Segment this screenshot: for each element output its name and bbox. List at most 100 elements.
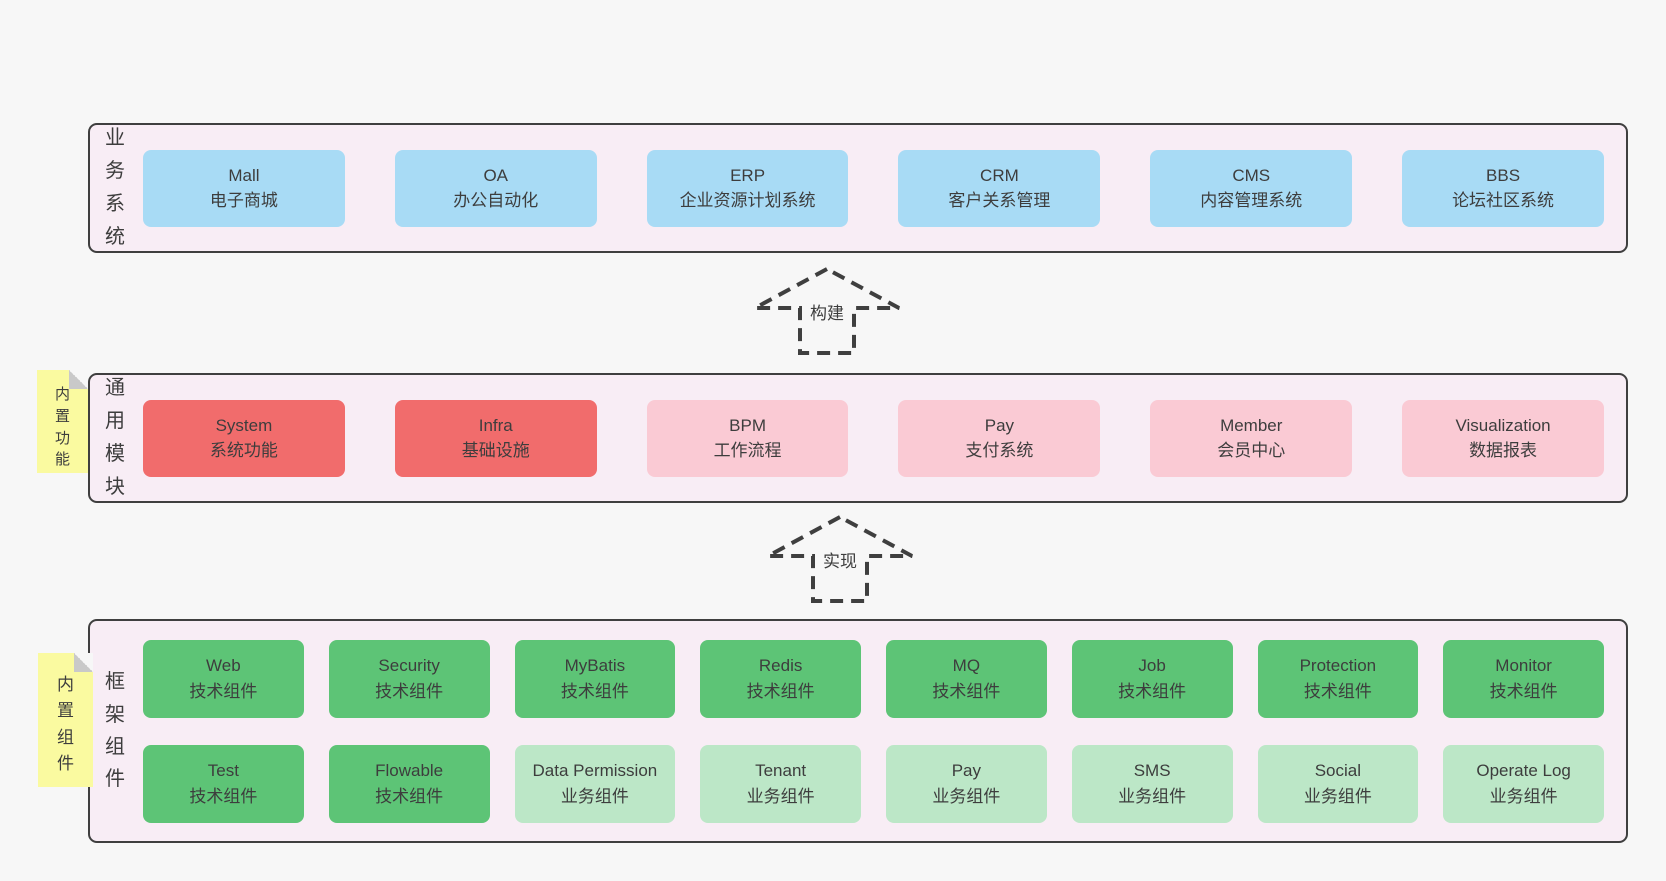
box-title: Redis xyxy=(758,656,803,675)
box-operate-log: Operate Log 业务组件 xyxy=(1443,744,1604,823)
layer-business-systems: 业务系统 Mall 电子商城 OA 办公自动化 ERP 企业资源计划系统 CRM… xyxy=(88,123,1628,253)
box-member: Member 会员中心 xyxy=(1150,399,1353,477)
box-title: Infra xyxy=(478,415,513,435)
box-subtitle: 技术组件 xyxy=(1303,681,1372,701)
box-subtitle: 系统功能 xyxy=(209,441,278,460)
common-modules-grid: System 系统功能 Infra 基础设施 BPM 工作流程 Pay 支付系统… xyxy=(143,399,1604,477)
box-subtitle: 技术组件 xyxy=(1118,681,1187,701)
sticky-note-builtin-components: 内置组件 xyxy=(38,653,93,787)
box-subtitle: 技术组件 xyxy=(560,681,629,701)
layer-label-business-systems: 业务系统 xyxy=(105,127,125,248)
box-pay-business: Pay 业务组件 xyxy=(886,744,1047,823)
box-subtitle: 电子商城 xyxy=(209,191,278,210)
box-bbs: BBS 论坛社区系统 xyxy=(1402,149,1604,227)
box-redis: Redis 技术组件 xyxy=(700,639,861,718)
box-subtitle: 技术组件 xyxy=(189,786,258,806)
box-crm: CRM 客户关系管理 xyxy=(898,149,1101,227)
box-title: CMS xyxy=(1232,165,1271,185)
box-subtitle: 业务组件 xyxy=(932,786,1001,806)
box-title: MQ xyxy=(952,656,981,675)
box-protection: Protection 技术组件 xyxy=(1257,639,1419,718)
box-title: SMS xyxy=(1133,761,1171,780)
up-arrow-icon xyxy=(754,266,900,355)
box-mybatis: MyBatis 技术组件 xyxy=(514,639,676,718)
box-subtitle: 业务组件 xyxy=(746,786,815,806)
layer-label-common-modules: 通用模块 xyxy=(105,377,125,498)
box-sms: SMS 业务组件 xyxy=(1071,744,1233,823)
box-title: OA xyxy=(483,165,509,185)
box-subtitle: 支付系统 xyxy=(965,441,1034,460)
business-systems-grid: Mall 电子商城 OA 办公自动化 ERP 企业资源计划系统 CRM 客户关系… xyxy=(143,149,1604,227)
box-mall: Mall 电子商城 xyxy=(143,149,345,227)
box-title: Social xyxy=(1314,761,1362,780)
box-subtitle: 技术组件 xyxy=(375,786,444,806)
box-subtitle: 技术组件 xyxy=(1489,681,1558,701)
box-title: Pay xyxy=(951,761,982,780)
box-pay-module: Pay 支付系统 xyxy=(898,399,1101,477)
box-mq: MQ 技术组件 xyxy=(886,639,1047,718)
box-title: Protection xyxy=(1299,656,1377,675)
box-oa: OA 办公自动化 xyxy=(394,149,597,227)
box-title: Web xyxy=(206,656,241,675)
box-title: Mall xyxy=(228,165,260,185)
box-subtitle: 业务组件 xyxy=(1118,786,1187,806)
box-data-permission: Data Permission 业务组件 xyxy=(514,744,676,823)
sticky-note-text: 内置功能 xyxy=(54,386,70,469)
sticky-note-text: 内置组件 xyxy=(57,675,74,774)
sticky-note-builtin-features: 内置功能 xyxy=(37,370,88,473)
box-title: Test xyxy=(207,761,239,780)
box-title: BPM xyxy=(729,415,766,435)
box-subtitle: 企业资源计划系统 xyxy=(679,191,816,210)
box-visualization: Visualization 数据报表 xyxy=(1402,399,1604,477)
layer-label-framework-components: 框架组件 xyxy=(105,671,125,791)
box-web: Web 技术组件 xyxy=(143,639,304,718)
framework-components-grid: Web 技术组件 Security 技术组件 MyBatis 技术组件 Redi… xyxy=(143,639,1604,823)
box-title: CRM xyxy=(980,165,1019,185)
box-subtitle: 内容管理系统 xyxy=(1200,191,1303,210)
box-title: BBS xyxy=(1486,165,1521,185)
box-title: Pay xyxy=(984,415,1015,435)
box-tenant: Tenant 业务组件 xyxy=(700,744,861,823)
box-subtitle: 业务组件 xyxy=(1489,786,1558,806)
box-title: Member xyxy=(1220,415,1283,435)
box-subtitle: 业务组件 xyxy=(1303,786,1372,806)
box-title: Operate Log xyxy=(1476,761,1571,780)
box-subtitle: 技术组件 xyxy=(932,681,1001,701)
box-social: Social 业务组件 xyxy=(1257,744,1419,823)
box-title: Data Permission xyxy=(532,761,658,780)
box-subtitle: 技术组件 xyxy=(375,681,444,701)
arrow-implement-label: 实现 xyxy=(820,547,860,572)
box-infra: Infra 基础设施 xyxy=(394,399,597,477)
box-title: Flowable xyxy=(375,761,444,780)
box-subtitle: 数据报表 xyxy=(1469,441,1538,460)
box-flowable: Flowable 技术组件 xyxy=(328,744,490,823)
box-subtitle: 办公自动化 xyxy=(453,191,539,210)
box-subtitle: 论坛社区系统 xyxy=(1452,191,1555,210)
box-bpm: BPM 工作流程 xyxy=(646,399,849,477)
box-monitor: Monitor 技术组件 xyxy=(1443,639,1604,718)
box-subtitle: 工作流程 xyxy=(713,441,782,460)
box-title: Visualization xyxy=(1455,415,1551,435)
box-subtitle: 基础设施 xyxy=(461,441,530,460)
box-system: System 系统功能 xyxy=(143,399,345,477)
box-security: Security 技术组件 xyxy=(328,639,490,718)
box-subtitle: 技术组件 xyxy=(746,681,815,701)
box-title: Job xyxy=(1138,656,1166,675)
box-subtitle: 技术组件 xyxy=(189,681,258,701)
box-title: Security xyxy=(378,656,440,675)
layer-common-modules: 通用模块 System 系统功能 Infra 基础设施 BPM 工作流程 Pay… xyxy=(88,373,1628,503)
box-subtitle: 业务组件 xyxy=(560,786,629,806)
up-arrow-icon xyxy=(767,514,913,603)
box-title: MyBatis xyxy=(564,656,626,675)
box-title: ERP xyxy=(730,165,766,185)
box-subtitle: 客户关系管理 xyxy=(948,191,1051,210)
arrow-build-label: 构建 xyxy=(807,299,847,324)
box-title: Monitor xyxy=(1495,656,1552,675)
box-job: Job 技术组件 xyxy=(1071,639,1233,718)
arrow-implement: 实现 xyxy=(765,514,915,604)
box-title: System xyxy=(215,415,273,435)
box-subtitle: 会员中心 xyxy=(1217,441,1286,460)
layer-framework-components: 框架组件 Web 技术组件 Security 技术组件 MyBatis 技术组件… xyxy=(88,619,1628,843)
box-cms: CMS 内容管理系统 xyxy=(1150,149,1353,227)
box-title: Tenant xyxy=(755,761,807,780)
